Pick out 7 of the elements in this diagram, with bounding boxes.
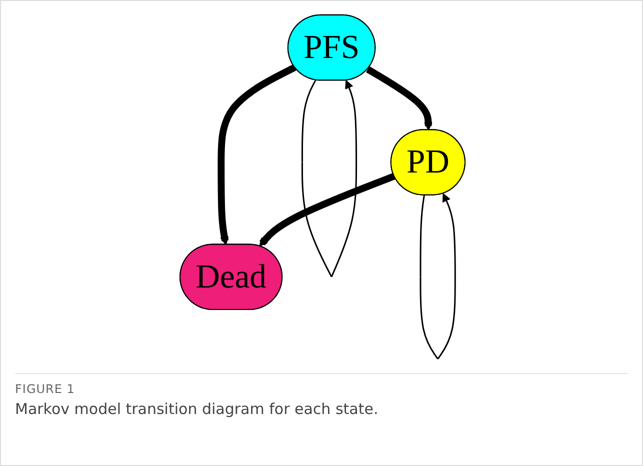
figure-number: FIGURE 1 bbox=[15, 382, 76, 396]
caption: Markov model transition diagram for each state. bbox=[15, 400, 380, 418]
arrow bbox=[218, 64, 296, 246]
arrow bbox=[366, 66, 433, 130]
arrow bbox=[259, 172, 396, 247]
arrow bbox=[301, 80, 358, 278]
arrow bbox=[420, 193, 456, 360]
